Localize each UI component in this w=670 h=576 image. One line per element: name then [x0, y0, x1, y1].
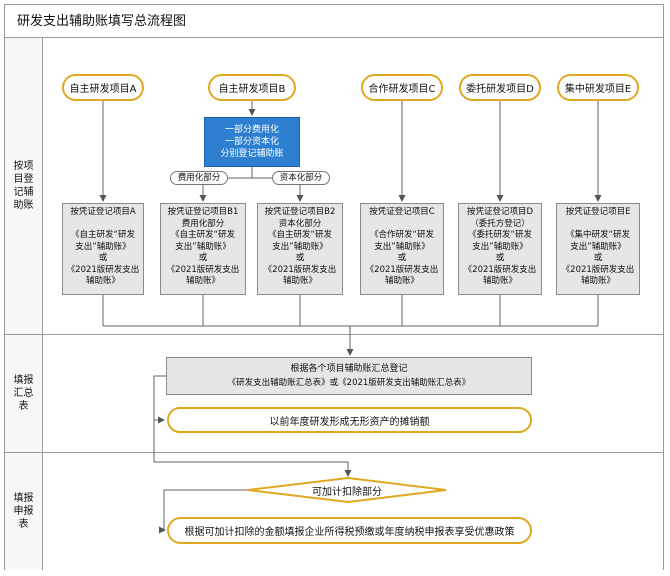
- voucher-b1-line: 支出”辅助账》: [175, 241, 231, 252]
- voucher-e-line: [557, 219, 639, 231]
- voucher-b2-line: 按凭证登记项目B2: [264, 207, 336, 217]
- summary-line1: 根据各个项目辅助账汇总登记: [290, 364, 408, 374]
- voucher-a-line: 《自主研发“研发: [71, 230, 135, 240]
- voucher-e-line: 辅助账》: [580, 276, 615, 286]
- lane-label-summary: 填报汇总表: [5, 335, 43, 453]
- voucher-a-line: 《2021版研发支出: [66, 264, 140, 275]
- voucher-b2-line: 支出”辅助账》: [272, 241, 328, 252]
- voucher-a-line: [63, 219, 143, 231]
- diagram-title: 研发支出辅助账填写总流程图: [5, 5, 663, 38]
- voucher-e-line: 支出”辅助账》: [570, 241, 626, 252]
- summary-box: 根据各个项目辅助账汇总登记 《研发支出辅助账汇总表》或《2021版研发支出辅助账…: [166, 357, 532, 395]
- project-a: 自主研发项目A: [62, 74, 144, 101]
- voucher-box-e: 按凭证登记项目E 《集中研发“研发 支出”辅助账》 或 《2021版研发支出 辅…: [556, 203, 640, 295]
- voucher-d-line: 按凭证登记项目D: [466, 207, 534, 217]
- capital-tag: 资本化部分: [272, 171, 330, 185]
- voucher-box-b1: 按凭证登记项目B1 费用化部分 《自主研发“研发 支出”辅助账》 或 《2021…: [160, 203, 246, 295]
- voucher-b2-line: 或: [295, 253, 305, 263]
- voucher-b2-line: 资本化部分: [278, 218, 322, 229]
- project-e-label: 集中研发项目E: [564, 84, 632, 95]
- voucher-e-line: 《2021版研发支出: [561, 264, 635, 275]
- voucher-e-line: 《集中研发“研发: [566, 230, 630, 240]
- voucher-a-line: 支出”辅助账》: [75, 241, 131, 252]
- voucher-c-line: [361, 219, 443, 231]
- project-c-label: 合作研发项目C: [368, 84, 436, 95]
- arrow-to-amortization: [153, 375, 166, 424]
- voucher-d-line: 《2021版研发支出: [463, 264, 537, 275]
- lane-register-text: 按项目登记辅助账: [13, 161, 34, 211]
- amortization-box: 以前年度研发形成无形资产的摊销额: [167, 407, 532, 433]
- voucher-c-line: 《2021版研发支出: [365, 264, 439, 275]
- voucher-b1-line: 《2021版研发支出: [166, 264, 240, 275]
- summary-line2: 《研发支出辅助账汇总表》或《2021版研发支出辅助账汇总表》: [227, 378, 471, 388]
- voucher-b1-line: 按凭证登记项目B1: [167, 207, 239, 217]
- project-c: 合作研发项目C: [361, 74, 443, 101]
- project-d: 委托研发项目D: [459, 74, 541, 101]
- voucher-b1-line: 辅助账》: [185, 276, 220, 286]
- voucher-box-d: 按凭证登记项目D （委托方登记） 《委托研发“研发 支出”辅助账》 或 《202…: [458, 203, 542, 295]
- project-e: 集中研发项目E: [557, 74, 639, 101]
- project-b: 自主研发项目B: [208, 74, 296, 101]
- voucher-b2-line: 《2021版研发支出: [263, 264, 337, 275]
- voucher-c-line: 辅助账》: [384, 276, 419, 286]
- lane-declare: [43, 453, 663, 570]
- voucher-d-line: 辅助账》: [482, 276, 517, 286]
- voucher-c-line: 或: [397, 253, 407, 263]
- voucher-b1-line: 或: [198, 253, 208, 263]
- voucher-box-a: 按凭证登记项目A 《自主研发“研发 支出”辅助账》 或 《2021版研发支出 辅…: [62, 203, 144, 295]
- voucher-d-line: 或: [495, 253, 505, 263]
- decision-label: 可加计扣除部分: [312, 486, 382, 498]
- voucher-a-line: 按凭证登记项目A: [70, 207, 136, 217]
- voucher-box-c: 按凭证登记项目C 《合作研发“研发 支出”辅助账》 或 《2021版研发支出 辅…: [360, 203, 444, 295]
- voucher-b2-line: 《自主研发“研发: [268, 230, 332, 240]
- voucher-e-line: 按凭证登记项目E: [565, 207, 631, 217]
- amortization-label: 以前年度研发形成无形资产的摊销额: [269, 416, 430, 428]
- voucher-b1-line: 《自主研发“研发: [171, 230, 235, 240]
- arrow-to-final: [159, 489, 248, 534]
- voucher-b1-line: 费用化部分: [181, 218, 225, 229]
- split-line3: 分别登记辅助账: [220, 149, 284, 159]
- lane-label-declare: 填报申报表: [5, 453, 43, 570]
- final-label: 根据可加计扣除的金额填报企业所得税预缴或年度纳税申报表享受优惠政策: [184, 527, 515, 538]
- voucher-a-line: 或: [98, 253, 108, 263]
- split-box: 一部分费用化 一部分资本化 分别登记辅助账: [204, 117, 300, 167]
- arrow-to-decision: [153, 420, 352, 477]
- voucher-d-line: （委托方登记）: [470, 218, 530, 229]
- expense-tag: 费用化部分: [170, 171, 228, 185]
- project-d-label: 委托研发项目D: [466, 84, 534, 95]
- final-box: 根据可加计扣除的金额填报企业所得税预缴或年度纳税申报表享受优惠政策: [167, 517, 532, 544]
- lane-summary-text: 填报汇总表: [13, 375, 34, 412]
- voucher-d-line: 支出”辅助账》: [472, 241, 528, 252]
- lane-label-register: 按项目登记辅助账: [5, 38, 43, 335]
- voucher-e-line: 或: [593, 253, 603, 263]
- voucher-c-line: 支出”辅助账》: [374, 241, 430, 252]
- split-line2: 一部分资本化: [224, 137, 279, 147]
- voucher-d-line: 《委托研发“研发: [468, 230, 532, 240]
- voucher-a-line: 辅助账》: [85, 276, 120, 286]
- voucher-box-b2: 按凭证登记项目B2 资本化部分 《自主研发“研发 支出”辅助账》 或 《2021…: [257, 203, 343, 295]
- voucher-b2-line: 辅助账》: [282, 276, 317, 286]
- voucher-c-line: 《合作研发“研发: [370, 230, 434, 240]
- lane-declare-text: 填报申报表: [13, 493, 34, 530]
- decision-diamond: [247, 476, 447, 504]
- voucher-c-line: 按凭证登记项目C: [369, 207, 435, 217]
- split-line1: 一部分费用化: [224, 125, 279, 135]
- project-b-label: 自主研发项目B: [218, 84, 286, 95]
- project-a-label: 自主研发项目A: [69, 84, 137, 95]
